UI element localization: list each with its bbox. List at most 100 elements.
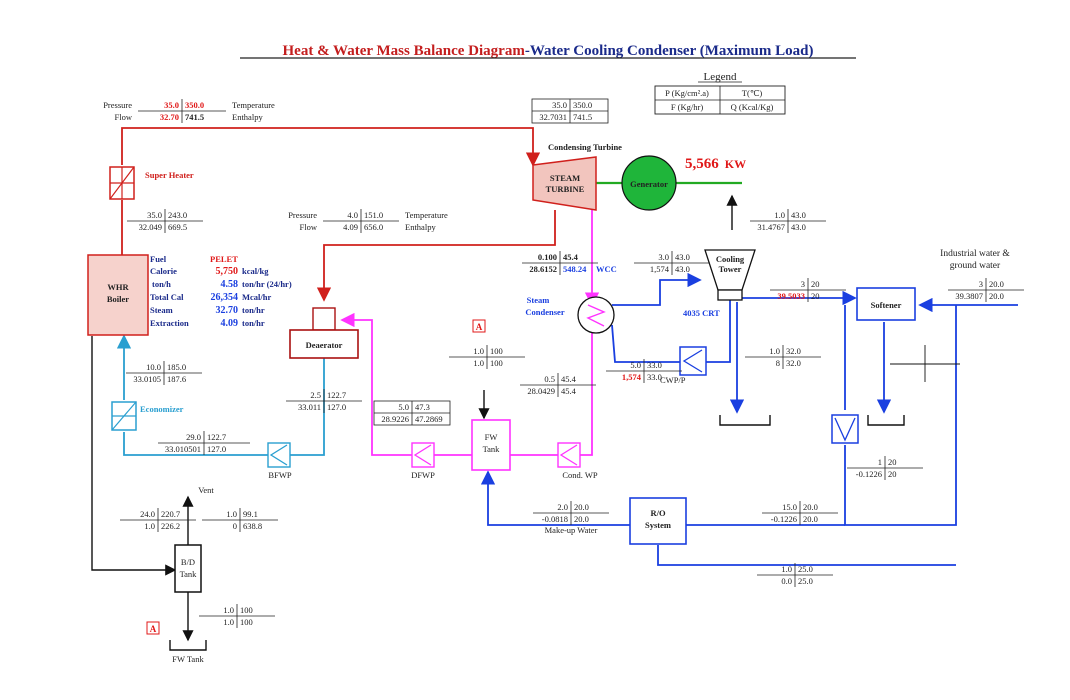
svg-text:151.0: 151.0 (364, 210, 383, 220)
svg-text:A: A (476, 322, 483, 332)
svg-text:100: 100 (240, 605, 253, 615)
svg-text:47.2869: 47.2869 (415, 414, 443, 424)
diagram-title: Heat & Water Mass Balance Diagram-Water … (283, 43, 814, 59)
cwp-label: CWP/P (660, 375, 686, 385)
svg-text:32.7031: 32.7031 (539, 112, 567, 122)
svg-text:47.3: 47.3 (415, 402, 430, 412)
svg-text:122.7: 122.7 (207, 432, 226, 442)
svg-text:45.4: 45.4 (561, 374, 577, 384)
svg-text:Condenser: Condenser (525, 307, 564, 317)
steam-condenser: Steam Condenser 4035 CRT (525, 295, 720, 334)
svg-text:Calorie: Calorie (150, 266, 177, 276)
svg-text:1: 1 (878, 457, 882, 467)
svg-text:3: 3 (801, 279, 805, 289)
svg-text:4.09: 4.09 (343, 222, 358, 232)
svg-text:Enthalpy: Enthalpy (405, 222, 436, 232)
svg-text:25.0: 25.0 (798, 576, 813, 586)
svg-text:-0.0818: -0.0818 (542, 514, 568, 524)
fw-tank-bottom-label: FW Tank (172, 654, 204, 664)
softener: Softener (856, 287, 916, 321)
svg-text:28.6152: 28.6152 (529, 264, 557, 274)
svg-text:350.0: 350.0 (185, 100, 204, 110)
svg-text:1.0: 1.0 (223, 617, 234, 627)
industrial-water-label: Industrial water & ground water (940, 249, 1010, 271)
svg-text:4.58: 4.58 (221, 279, 239, 290)
svg-text:10.0: 10.0 (146, 362, 161, 372)
svg-text:A: A (150, 624, 157, 634)
svg-text:PELET: PELET (210, 254, 238, 264)
svg-text:28.9226: 28.9226 (381, 414, 409, 424)
svg-text:43.0: 43.0 (675, 252, 690, 262)
svg-text:kcal/kg: kcal/kg (242, 266, 269, 276)
svg-text:187.6: 187.6 (167, 374, 186, 384)
svg-text:Economizer: Economizer (140, 404, 184, 414)
svg-text:1.0: 1.0 (781, 564, 792, 574)
svg-text:-0.1226: -0.1226 (771, 514, 797, 524)
svg-text:127.0: 127.0 (207, 444, 226, 454)
svg-text:20.0: 20.0 (574, 502, 589, 512)
svg-text:3: 3 (979, 279, 983, 289)
svg-text:Enthalpy: Enthalpy (232, 112, 263, 122)
svg-text:741.5: 741.5 (185, 112, 204, 122)
svg-text:45.4: 45.4 (561, 386, 577, 396)
svg-text:5.0: 5.0 (398, 402, 409, 412)
svg-text:ton/hr: ton/hr (242, 305, 265, 315)
svg-text:Industrial water &: Industrial water & (940, 249, 1010, 259)
svg-text:1.0: 1.0 (223, 605, 234, 615)
svg-text:100: 100 (490, 358, 503, 368)
cooling-tower: Cooling Tower (704, 249, 756, 301)
svg-text:B/D: B/D (181, 557, 195, 567)
svg-text:122.7: 122.7 (327, 390, 346, 400)
svg-text:Pressure: Pressure (288, 210, 317, 220)
svg-text:43.0: 43.0 (791, 210, 806, 220)
svg-text:Tank: Tank (180, 569, 198, 579)
svg-text:FW: FW (485, 432, 498, 442)
svg-text:DFWP: DFWP (411, 470, 435, 480)
svg-text:20: 20 (811, 291, 820, 301)
softener-filter (831, 414, 859, 444)
svg-text:Temperature: Temperature (405, 210, 448, 220)
svg-text:32.70: 32.70 (216, 305, 239, 316)
svg-text:39.5033: 39.5033 (777, 291, 805, 301)
svg-text:28.0429: 28.0429 (527, 386, 555, 396)
svg-text:100: 100 (490, 346, 503, 356)
svg-text:35.0: 35.0 (147, 210, 162, 220)
fw-tank: FW Tank (471, 419, 511, 471)
svg-text:15.0: 15.0 (782, 502, 797, 512)
stream-table-bfwp-out: 29.0 122.7 33.010501 127.0 (158, 431, 250, 455)
svg-text:33.0105: 33.0105 (133, 374, 161, 384)
svg-text:45.4: 45.4 (563, 252, 579, 262)
svg-text:100: 100 (240, 617, 253, 627)
deaerator: Deaerator (289, 307, 359, 359)
blowdown-lines (91, 194, 738, 642)
marker-a-top: A (472, 319, 486, 333)
svg-text:Tower: Tower (719, 264, 742, 274)
svg-text:243.0: 243.0 (168, 210, 187, 220)
svg-text:1,574: 1,574 (650, 264, 670, 274)
condensate-pump: Cond. WP (557, 442, 598, 480)
svg-text:Steam: Steam (527, 295, 550, 305)
ro-system: R/O System (629, 497, 687, 545)
svg-text:26,354: 26,354 (211, 292, 239, 303)
whr-boiler: WHR Boiler (87, 254, 149, 336)
svg-text:0: 0 (233, 521, 237, 531)
svg-text:31.4767: 31.4767 (757, 222, 785, 232)
svg-text:33.010501: 33.010501 (165, 444, 201, 454)
svg-text:29.0: 29.0 (186, 432, 201, 442)
svg-text:35.0: 35.0 (552, 100, 567, 110)
svg-text:ton/hr (24/hr): ton/hr (24/hr) (242, 279, 292, 289)
superheater: Super Heater (109, 166, 194, 200)
